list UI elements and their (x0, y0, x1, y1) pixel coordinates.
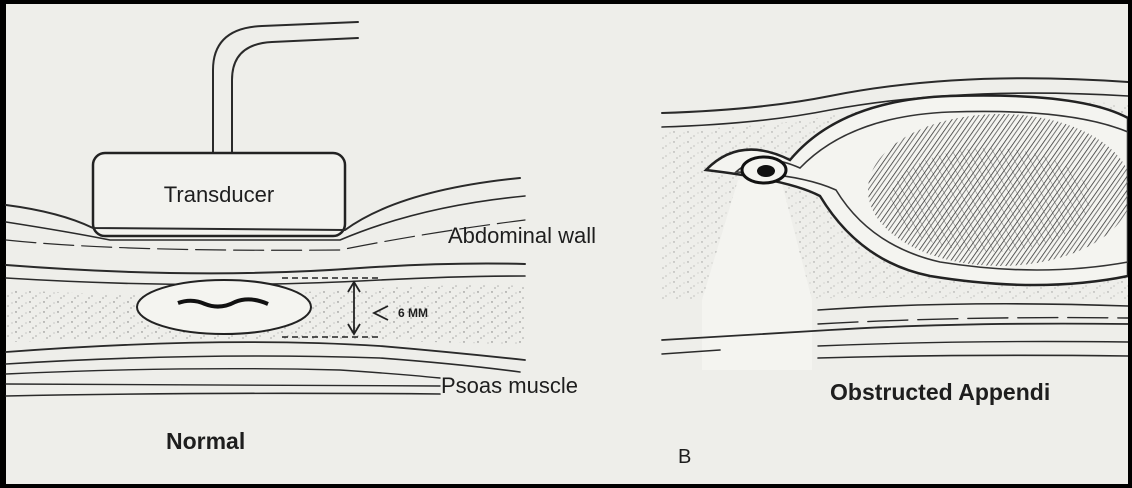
appendicolith (757, 165, 775, 177)
right-edge (1128, 0, 1132, 488)
transducer-label: Transducer (164, 182, 274, 207)
abdominal-wall-label: Abdominal wall (448, 223, 596, 248)
obstructed-label: Obstructed Appendi (830, 379, 1050, 405)
measurement-label: 6 MM (398, 306, 428, 320)
appendix-contents-detail (890, 148, 1090, 252)
panel-b-label: B (678, 446, 691, 468)
normal-label: Normal (166, 428, 245, 454)
psoas-muscle-label: Psoas muscle (441, 373, 578, 398)
